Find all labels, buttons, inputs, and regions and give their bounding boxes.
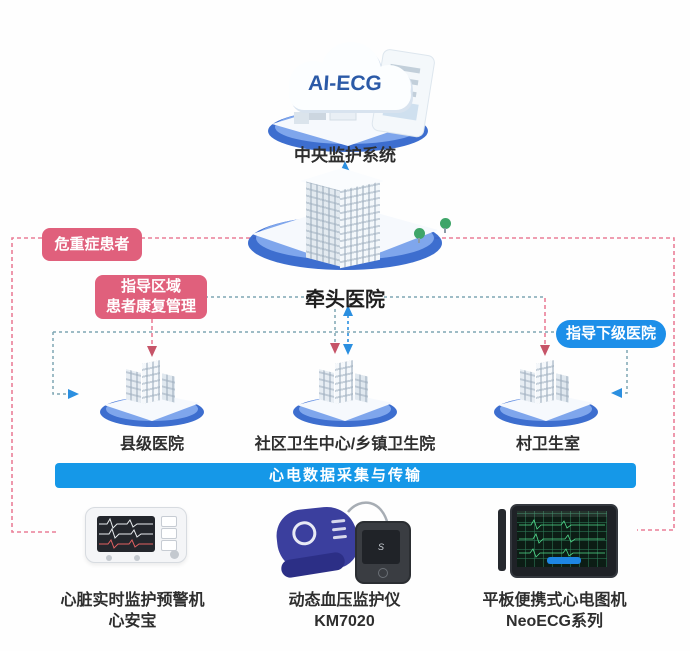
tablet-screen — [517, 511, 607, 567]
tablet-ecg-device-icon — [510, 504, 618, 578]
central-monitor-caption: 中央监护系统 — [294, 146, 396, 165]
device3-caption-line1: 平板便携式心电图机 — [482, 592, 627, 609]
cuff-marking — [331, 518, 346, 524]
ecg-waveform-icon — [99, 517, 153, 549]
tree-trunk — [418, 238, 420, 243]
device1-caption: 心脏实时监护预警机 心安宝 — [40, 590, 225, 632]
arrow-up-icon — [343, 305, 353, 316]
tree-icon — [440, 218, 451, 229]
device-dot-button — [170, 550, 179, 559]
device2-caption-line2: KM7020 — [314, 613, 375, 630]
county-platform-icon — [100, 393, 204, 427]
tree-icon — [414, 228, 425, 239]
monitor-screen — [97, 516, 155, 552]
arrow-right-icon — [68, 389, 79, 399]
tree-trunk — [444, 228, 446, 233]
cloud-icon — [289, 42, 411, 110]
building-face — [162, 373, 175, 403]
building-face — [306, 181, 340, 267]
device1-caption-line2: 心安宝 — [108, 613, 157, 630]
building-face — [335, 360, 353, 404]
bp-cable-icon — [347, 501, 390, 526]
guide-lower-hospital-tag: 指导下级医院 — [556, 320, 666, 348]
ai-ecg-cloud-label: AI-ECG — [307, 72, 383, 95]
building-face — [556, 373, 569, 403]
device2-caption: 动态血压监护仪 KM7020 — [252, 590, 437, 632]
rehab-guidance-tag: 指导区域 患者康复管理 — [95, 275, 207, 319]
cardiac-monitor-device-icon — [85, 507, 187, 563]
building-face — [126, 369, 141, 403]
guidance-path — [52, 172, 628, 395]
village-clinic-caption: 村卫生室 — [515, 436, 580, 453]
bp-monitor-screen: S — [362, 530, 400, 564]
community-center-caption: 社区卫生中心/乡镇卫生院 — [254, 436, 436, 453]
building-face — [142, 360, 160, 404]
arrow-down-icon — [147, 346, 157, 357]
county-hospital-caption: 县级医院 — [119, 436, 184, 453]
device2-caption-line1: 动态血压监护仪 — [288, 592, 401, 609]
device-button — [161, 528, 177, 539]
arrowheads — [68, 161, 622, 399]
arrow-down-icon — [540, 345, 550, 356]
device-button — [161, 516, 177, 527]
device3-caption: 平板便携式心电图机 NeoECG系列 — [462, 590, 647, 632]
arrow-left-icon — [611, 388, 622, 398]
county-hospital-building-icon — [124, 360, 180, 408]
village-clinic-building-icon — [518, 360, 574, 408]
lead-hospital-building-icon — [300, 168, 386, 274]
device-dot-button — [134, 555, 140, 561]
arrow-down-icon — [330, 343, 340, 354]
tablet-action-button — [547, 557, 581, 564]
device3-caption-line2: NeoECG系列 — [506, 613, 603, 630]
building-face — [319, 369, 334, 403]
community-platform-icon — [293, 393, 397, 427]
rehab-guidance-line1: 指导区域 — [120, 278, 181, 295]
building-face — [340, 181, 380, 269]
rehab-guidance-line2: 患者康复管理 — [105, 298, 196, 315]
lead-hospital-caption: 牵头医院 — [305, 289, 385, 311]
tablet-toolbar — [517, 511, 607, 517]
cuff-marking — [331, 526, 347, 532]
tablet-waveforms-icon — [519, 519, 605, 558]
building-face — [536, 360, 554, 404]
cuff-marking — [332, 534, 348, 540]
device-dot-button — [106, 555, 112, 561]
ecg-data-banner: 心电数据采集与传输 — [55, 463, 636, 488]
building-face — [520, 369, 535, 403]
community-center-building-icon — [317, 360, 373, 408]
device-button — [161, 540, 177, 551]
cuff-ring — [291, 520, 318, 547]
building-face — [355, 373, 368, 403]
critical-patient-tag: 危重症患者 — [42, 228, 142, 261]
arrow-down-icon — [343, 344, 353, 355]
bp-monitor-device-icon: S — [355, 521, 411, 584]
tablet-side-view — [498, 509, 506, 571]
device1-caption-line1: 心脏实时监护预警机 — [60, 592, 205, 609]
village-platform-icon — [494, 393, 598, 427]
bp-monitor-button — [378, 568, 388, 578]
